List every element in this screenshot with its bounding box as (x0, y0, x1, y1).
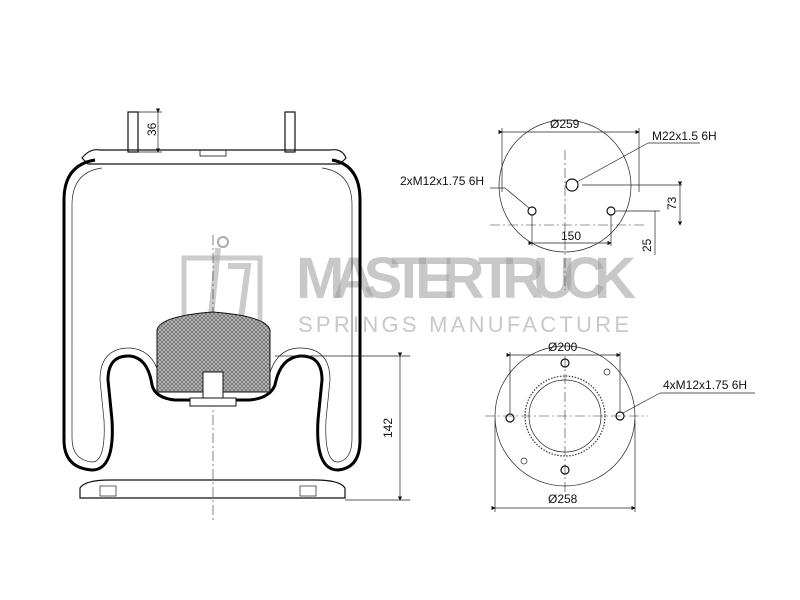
watermark-title: MASTER TRUCK (296, 246, 636, 311)
height-142-label: 142 (381, 418, 395, 438)
side-view (62, 108, 410, 520)
watermark-subtitle: SPRINGS MANUFACTURE (298, 312, 638, 337)
top-view (490, 119, 700, 290)
outer-diameter-label: Ø258 (548, 492, 578, 506)
bottom-view (485, 345, 755, 512)
stud-height-label: 36 (145, 122, 159, 136)
spacing-150-label: 150 (561, 229, 581, 243)
side-threads-label: 2xM12x1.75 6H (400, 174, 484, 188)
top-diameter-label: Ø259 (550, 117, 580, 131)
offset-25-label: 25 (640, 238, 654, 252)
center-thread-label: M22x1.5 6H (652, 129, 717, 143)
inner-diameter-label: Ø200 (548, 340, 578, 354)
offset-73-label: 73 (665, 196, 679, 210)
bottom-threads-label: 4xM12x1.75 6H (663, 378, 747, 392)
